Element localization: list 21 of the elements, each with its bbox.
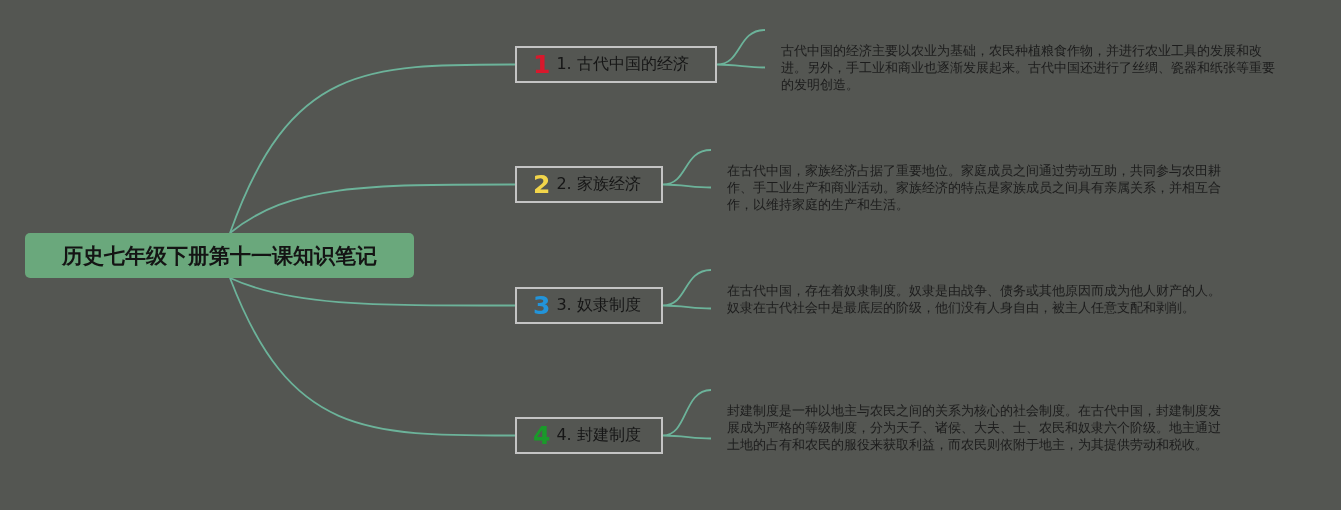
topic-title: 3. 奴隶制度 xyxy=(556,295,641,316)
topic-box xyxy=(515,417,663,454)
number-marker: 4 xyxy=(533,423,551,448)
topic-title: 1. 古代中国的经济 xyxy=(556,54,689,75)
number-marker: 1 xyxy=(533,52,551,77)
branch-line xyxy=(229,183,516,234)
number-marker: 3 xyxy=(533,293,551,318)
branch-line xyxy=(662,389,712,440)
branch-line xyxy=(662,149,712,189)
branch-line xyxy=(716,29,766,69)
number-marker: 2 xyxy=(533,172,551,197)
branch-line xyxy=(229,277,516,307)
topic-title: 4. 封建制度 xyxy=(556,425,641,446)
topic-box xyxy=(515,166,663,203)
branch-line xyxy=(229,63,516,234)
topic-title: 2. 家族经济 xyxy=(556,174,641,195)
branch-line xyxy=(229,277,516,437)
topic-box xyxy=(515,46,717,83)
topic-box xyxy=(515,287,663,324)
branch-line xyxy=(662,269,712,310)
central-topic-box: 历史七年级下册第十一课知识笔记 xyxy=(25,233,414,278)
